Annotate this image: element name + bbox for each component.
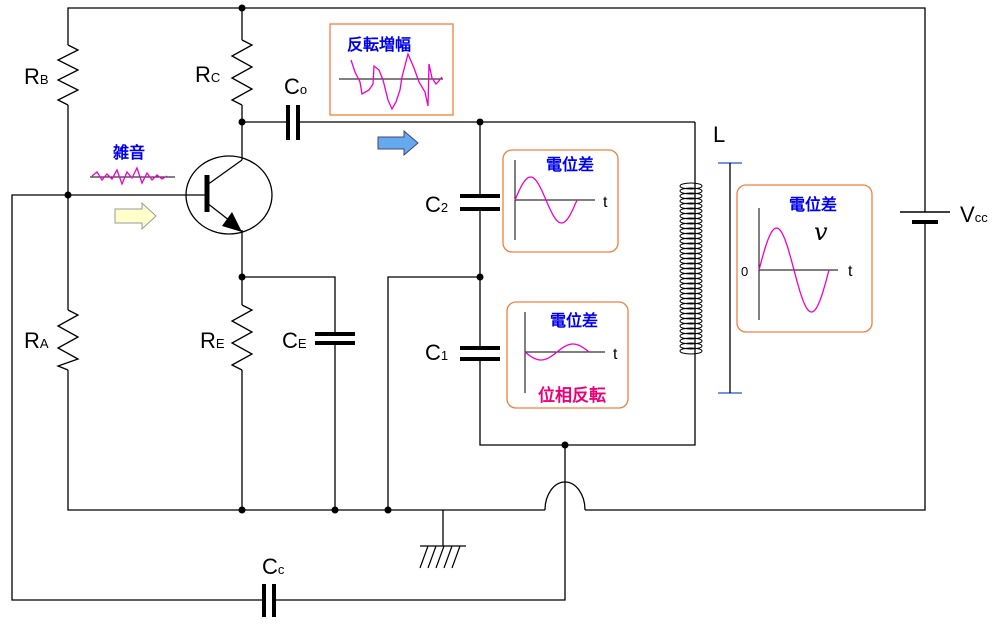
amplification-box: 反転増幅 xyxy=(329,23,454,116)
capacitor-c2 xyxy=(460,194,500,211)
phase-inversion-label: 位相反転 xyxy=(538,385,606,406)
capacitor-co xyxy=(286,105,300,140)
graph-c2-title: 電位差 xyxy=(546,155,594,174)
label-co: Co xyxy=(284,74,307,99)
label-cc: Cc xyxy=(262,554,285,579)
transistor-npn xyxy=(185,155,273,235)
resistor-rb xyxy=(56,44,80,106)
resistor-ra xyxy=(56,309,80,371)
battery-vcc xyxy=(900,211,950,224)
graph-l-title: 電位差 xyxy=(789,195,837,214)
junction-dots xyxy=(64,4,569,514)
voltage-symbol: v xyxy=(814,218,828,246)
label-c1: C1 xyxy=(425,340,448,365)
label-vcc: Vcc xyxy=(960,202,988,227)
label-l: L xyxy=(713,122,725,147)
label-ce: CE xyxy=(282,328,307,353)
signal-arrow-input xyxy=(114,201,157,231)
inductor-l xyxy=(679,182,703,355)
label-c2: C2 xyxy=(425,192,448,217)
noise-label: 雑音 xyxy=(112,143,145,162)
capacitor-cc xyxy=(262,584,276,617)
resistor-rc xyxy=(230,39,254,106)
graph-c1-axis-label: t xyxy=(613,346,618,363)
label-ra: RA xyxy=(24,328,49,353)
capacitor-ce xyxy=(315,332,355,345)
noise-wave xyxy=(91,166,168,186)
ground-icon xyxy=(419,545,466,569)
amp-title: 反転増幅 xyxy=(347,35,411,54)
graph-c1: 電位差 t 位相反転 xyxy=(506,301,629,409)
graph-c2: 電位差 t xyxy=(502,149,619,253)
graph-c2-axis-label: t xyxy=(603,194,608,211)
wires xyxy=(11,7,926,601)
label-rb: RB xyxy=(24,64,49,89)
signal-arrow-output xyxy=(377,129,419,157)
graph-l: 電位差 v 0 t xyxy=(736,184,873,333)
graph-l-origin: 0 xyxy=(741,264,748,279)
graph-l-axis-label: t xyxy=(848,263,853,280)
resistor-re xyxy=(230,304,254,371)
capacitor-c1 xyxy=(460,346,500,361)
label-rc: RC xyxy=(195,62,220,87)
graph-c1-title: 電位差 xyxy=(550,311,598,330)
inductor-marker xyxy=(718,162,742,394)
label-re: RE xyxy=(200,328,225,353)
